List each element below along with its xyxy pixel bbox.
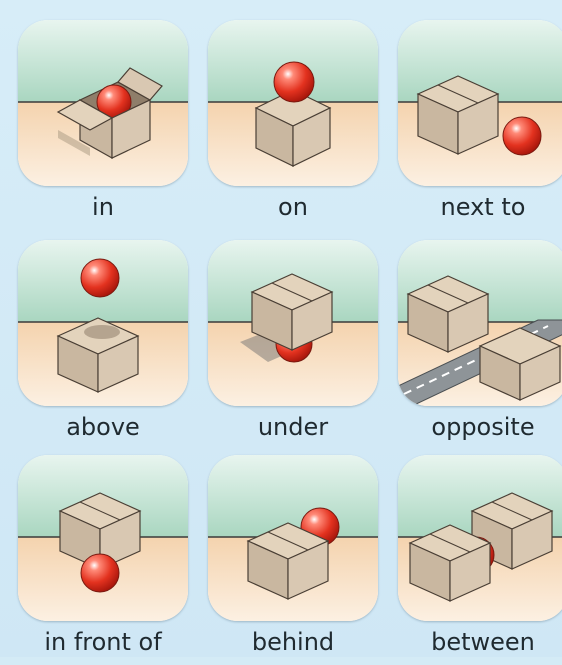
card-on: on — [208, 20, 378, 230]
scene-in — [18, 20, 188, 186]
card-in-front-of: in front of — [18, 455, 188, 665]
label-behind: behind — [208, 622, 378, 662]
card-between: between — [398, 455, 562, 665]
scene-between — [398, 455, 562, 621]
under-illustration — [208, 240, 378, 406]
next-to-illustration — [398, 20, 562, 186]
scene-next-to — [398, 20, 562, 186]
label-in-front-of: in front of — [18, 622, 188, 662]
opposite-illustration — [398, 240, 562, 406]
label-between: between — [398, 622, 562, 662]
label-in: in — [18, 187, 188, 227]
label-above: above — [18, 407, 188, 447]
above-illustration — [18, 240, 188, 406]
card-above: above — [18, 240, 188, 450]
scene-under — [208, 240, 378, 406]
card-next-to: next to — [398, 20, 562, 230]
card-behind: behind — [208, 455, 378, 665]
label-on: on — [208, 187, 378, 227]
card-in: in — [18, 20, 188, 230]
label-opposite: opposite — [398, 407, 562, 447]
scene-above — [18, 240, 188, 406]
scene-on — [208, 20, 378, 186]
in-front-of-illustration — [18, 455, 188, 621]
behind-illustration — [208, 455, 378, 621]
label-next-to: next to — [398, 187, 562, 227]
in-illustration — [18, 20, 188, 186]
scene-in-front-of — [18, 455, 188, 621]
card-opposite: opposite — [398, 240, 562, 450]
label-under: under — [208, 407, 378, 447]
on-illustration — [208, 20, 378, 186]
scene-behind — [208, 455, 378, 621]
card-under: under — [208, 240, 378, 450]
scene-opposite — [398, 240, 562, 406]
between-illustration — [398, 455, 562, 621]
